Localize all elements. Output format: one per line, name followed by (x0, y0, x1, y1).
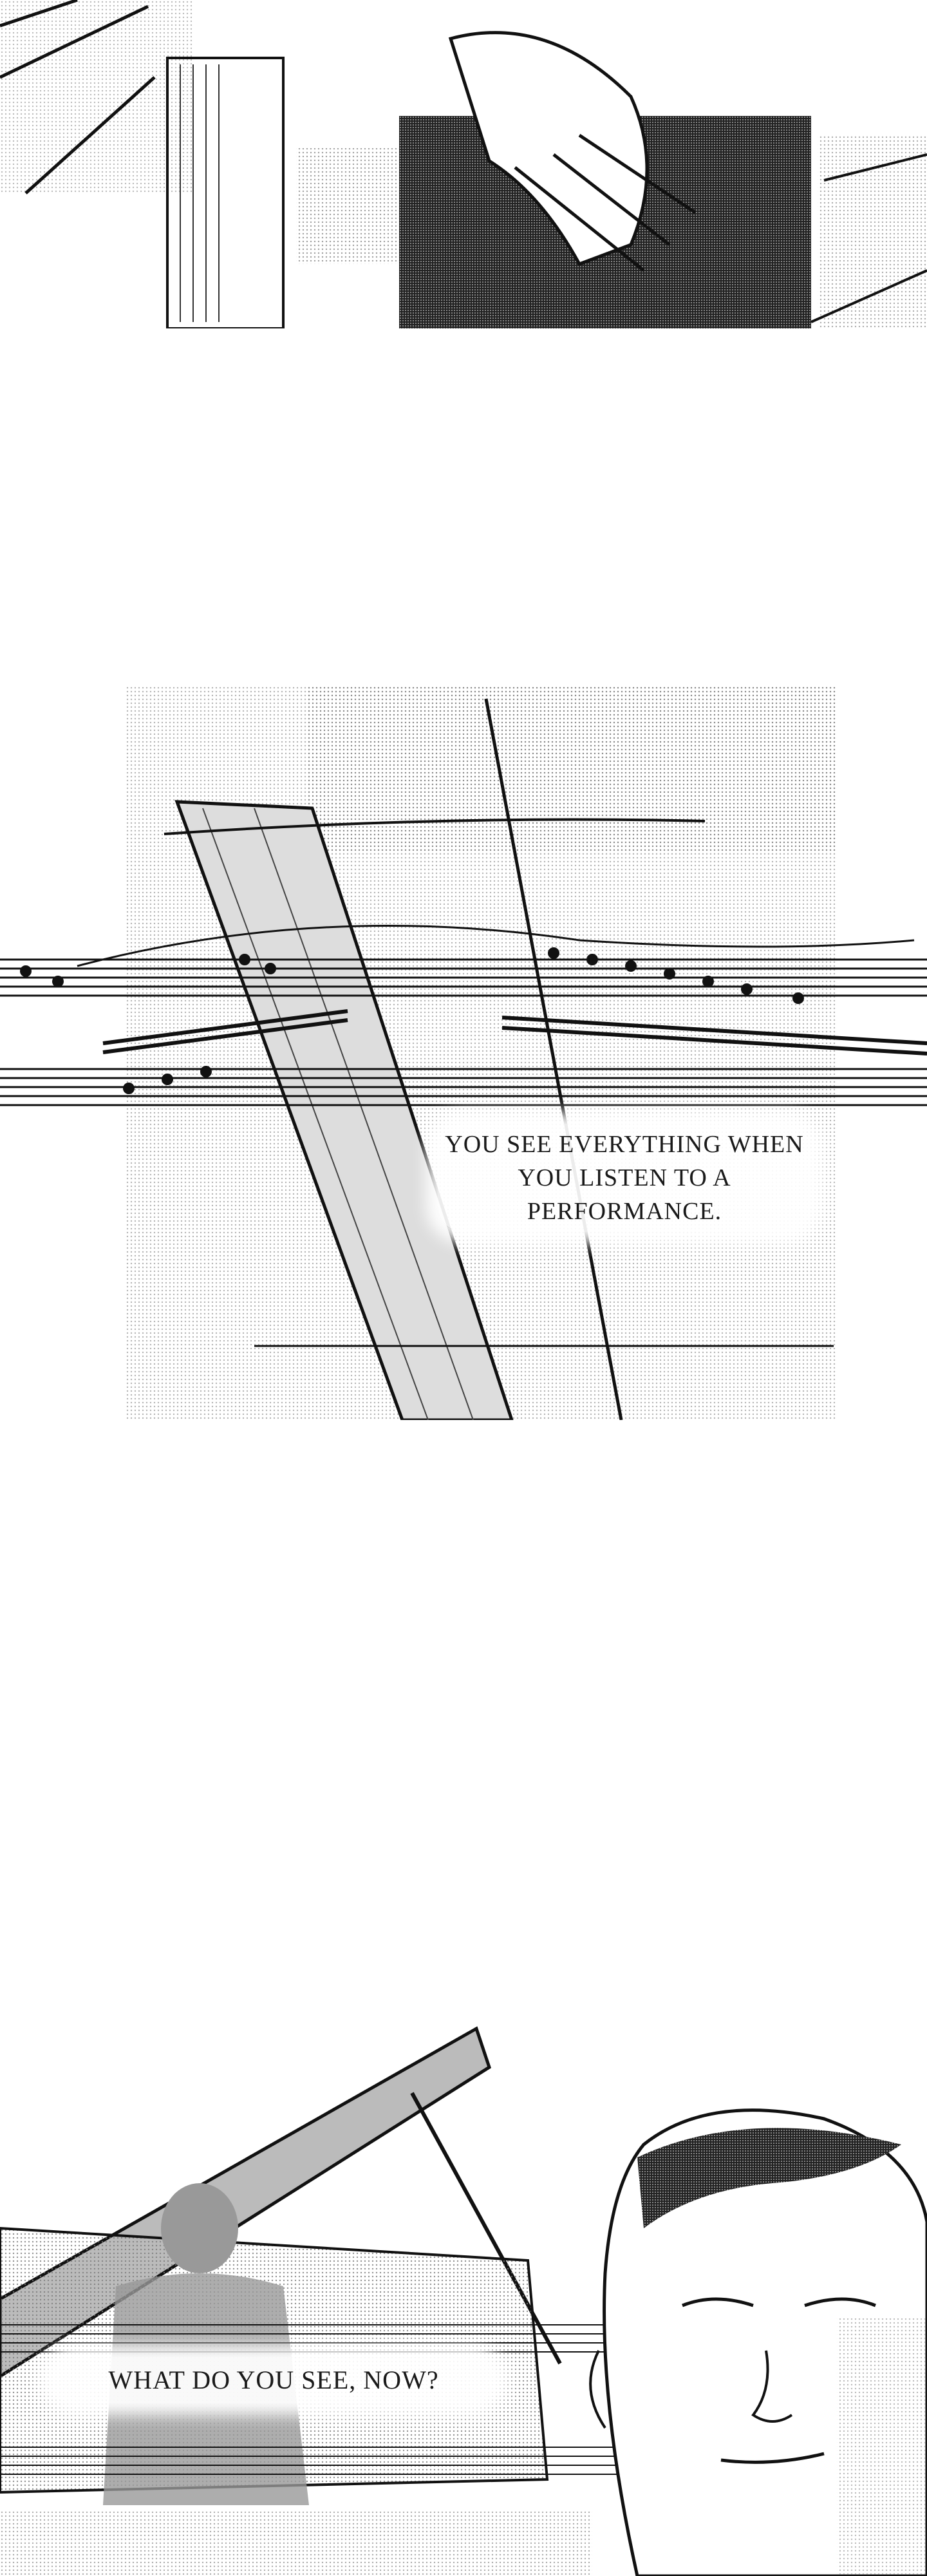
sheet-music-staves (0, 914, 927, 1127)
piano-lid-illustration (126, 686, 837, 1420)
hands-illustration (0, 0, 927, 328)
man-and-piano-illustration (0, 2026, 927, 2576)
panel-piano-lid-sheet-music (126, 686, 837, 1420)
music-staff-illustration (0, 925, 927, 1106)
caption-what-do-you-see: WHAT DO YOU SEE, NOW? (52, 2357, 496, 2403)
panel-man-with-piano (0, 2016, 927, 2576)
panel-hands-at-table (0, 0, 927, 328)
caption-listen-to-performance: YOU SEE EVERYTHING WHEN YOU LISTEN TO A … (438, 1124, 811, 1232)
